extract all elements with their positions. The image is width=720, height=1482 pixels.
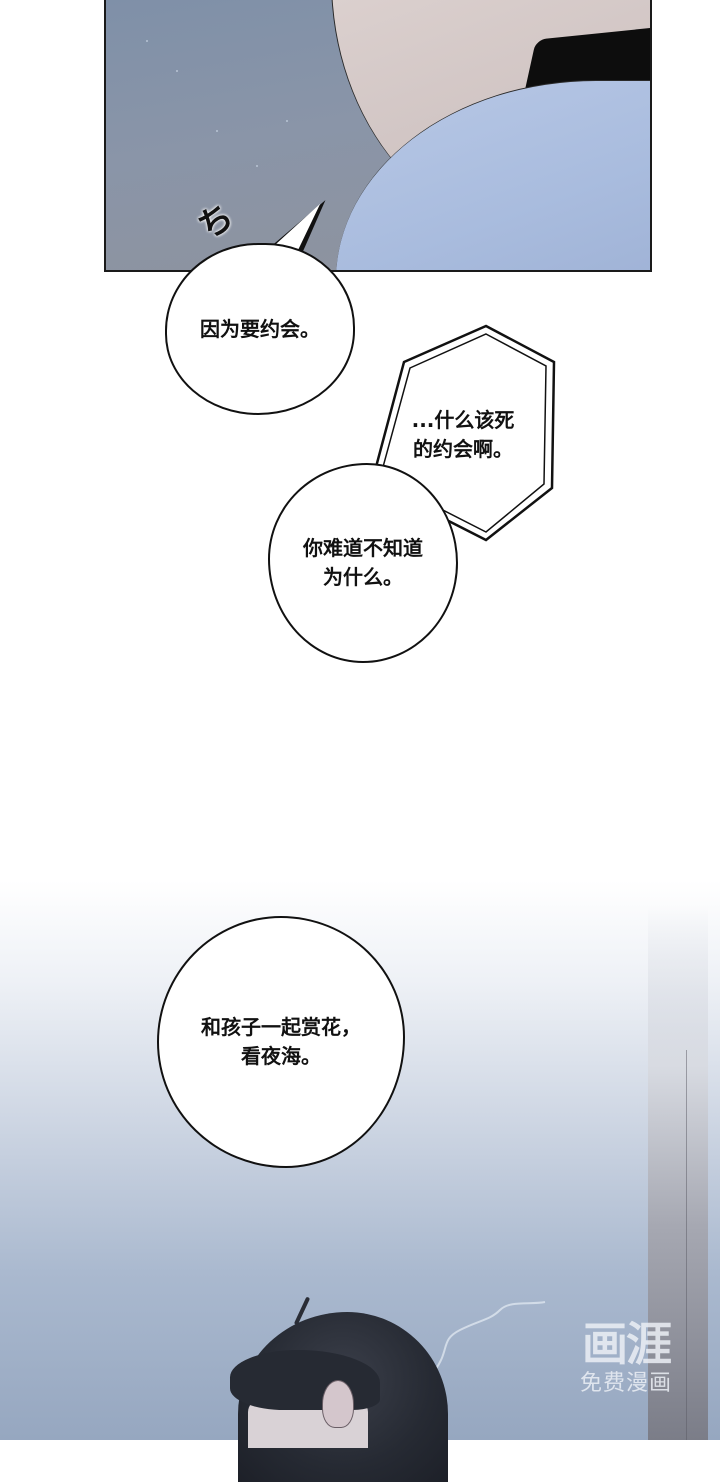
bubble-text-line: 因为要约会。 xyxy=(200,316,320,341)
pillar-edge xyxy=(686,1050,687,1440)
sparkle xyxy=(286,120,288,122)
bubble-text-line: 你难道不知道 xyxy=(303,536,423,560)
bubble-text-line: 和孩子一起赏花， xyxy=(201,1015,361,1039)
bubble-text-line: 看夜海。 xyxy=(241,1044,321,1068)
sparkle xyxy=(146,40,148,42)
watermark: 画涯 免费漫画 xyxy=(566,1318,686,1418)
sparkle xyxy=(216,130,218,132)
character-fringe xyxy=(230,1350,380,1410)
bubble-text-line: 为什么。 xyxy=(323,565,403,589)
character-ear xyxy=(322,1380,354,1428)
watermark-logo: 画涯 xyxy=(582,1317,672,1371)
comic-panel-top xyxy=(104,0,652,272)
smoke-wisp-icon xyxy=(434,1301,546,1371)
speech-bubble-3: 你难道不知道 为什么。 xyxy=(268,463,458,663)
background-pillar xyxy=(648,905,708,1440)
bubble-text-line: 的约会啊。 xyxy=(413,437,513,461)
speech-bubble-4: 和孩子一起赏花， 看夜海。 xyxy=(157,916,405,1168)
speech-bubble-1: 因为要约会。 xyxy=(165,243,355,415)
bubble-text-line: ...什么该死 xyxy=(411,408,515,432)
sparkle xyxy=(176,70,178,72)
watermark-subtitle: 免费漫画 xyxy=(579,1371,672,1396)
sparkle xyxy=(256,165,258,167)
